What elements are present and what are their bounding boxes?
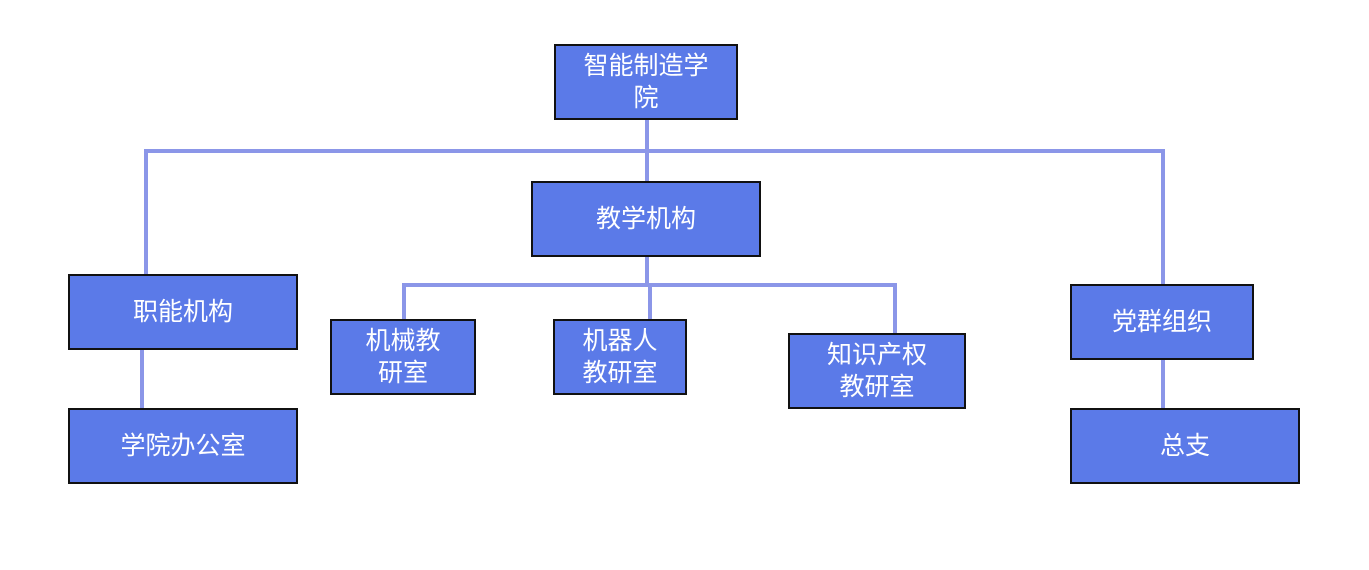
node-branch: 总支 [1070,408,1300,484]
connector-teaching-down [645,256,649,286]
connector-top-bus [144,149,1165,153]
connector-party-down [1161,358,1165,410]
node-functional: 职能机构 [68,274,298,350]
node-teaching: 教学机构 [531,181,761,257]
connector-to-functional [144,149,148,275]
node-party: 党群组织 [1070,284,1254,360]
node-office: 学院办公室 [68,408,298,484]
node-robot: 机器人 教研室 [553,319,687,395]
node-root: 智能制造学 院 [554,44,738,120]
connector-to-ip [893,283,897,334]
node-mechanical: 机械教 研室 [330,319,476,395]
node-ip: 知识产权 教研室 [788,333,966,409]
connector-to-mechanical [402,283,406,320]
connector-functional-down [140,348,144,410]
connector-to-robot [648,283,652,320]
connector-to-party [1161,149,1165,286]
